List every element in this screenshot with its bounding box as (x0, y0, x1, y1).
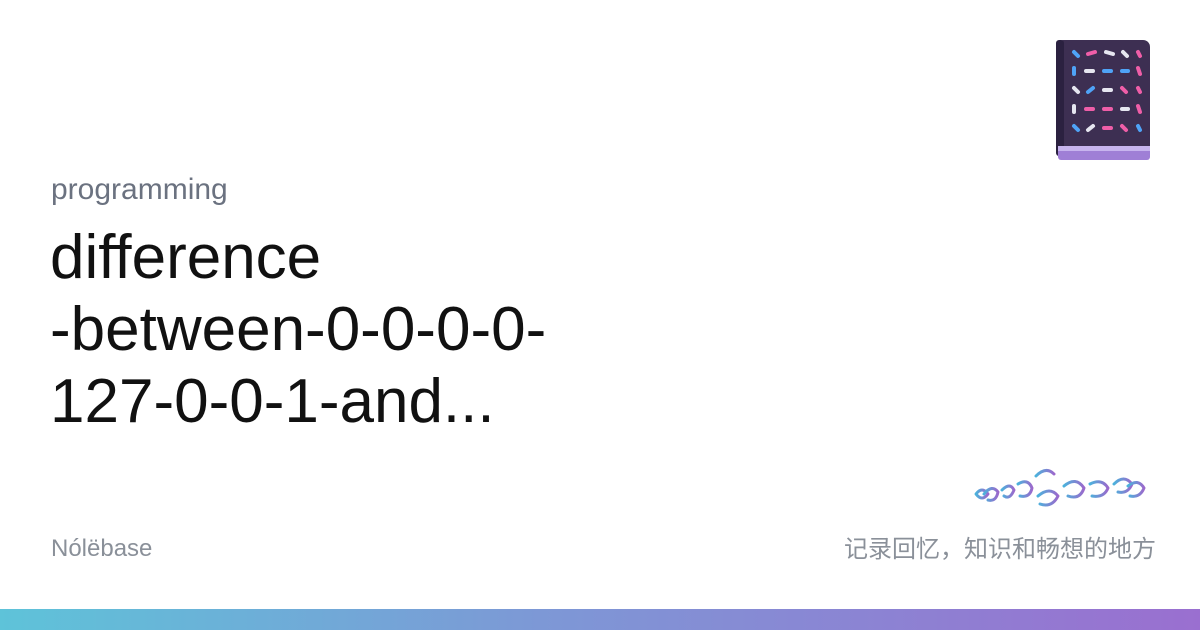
category-label: programming (51, 173, 228, 206)
title-line-1: difference (50, 223, 322, 292)
title-line-3: 127-0-0-1-and... (50, 367, 495, 436)
tengwar-script-logo (974, 469, 1146, 514)
page-title: difference -between-0-0-0-0- 127-0-0-1-a… (50, 222, 670, 438)
site-name: Nólëbase (51, 535, 153, 562)
title-line-2: -between-0-0-0-0- (50, 295, 547, 364)
book-icon (1056, 40, 1150, 160)
site-tagline: 记录回忆，知识和畅想的地方 (844, 535, 1156, 563)
gradient-bar (0, 609, 1200, 630)
